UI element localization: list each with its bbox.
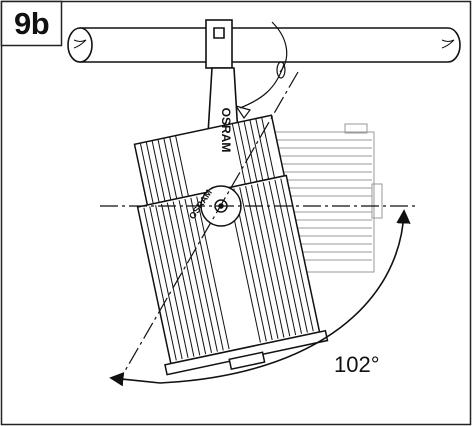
safety-wire: [234, 21, 288, 120]
rotation-arc: [109, 209, 411, 387]
figure-label-box: [0, 0, 63, 47]
tilted-luminaire: [133, 114, 329, 376]
suspension-pipe: [67, 27, 461, 63]
figure-label: 9b: [14, 6, 50, 41]
angle-label: 102°: [334, 352, 380, 377]
brand-text: OSRAM: [219, 108, 233, 153]
